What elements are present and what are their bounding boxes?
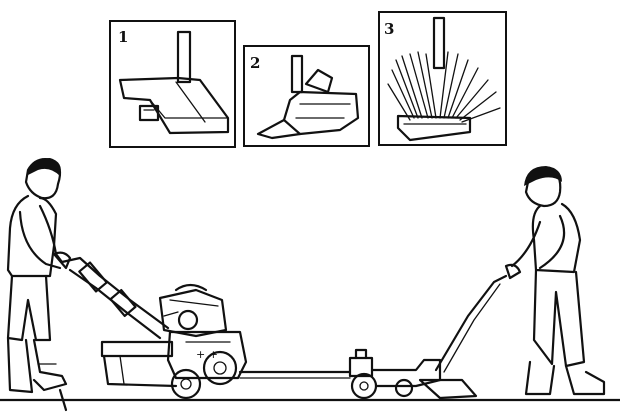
inset-2-number: 2	[250, 54, 260, 72]
svg-text:+ +: + +	[196, 348, 218, 361]
brush-broom-icon	[387, 16, 501, 142]
inset-3: 3	[378, 11, 507, 146]
walk-behind-tiller-icon: + +	[60, 256, 352, 400]
inset-3-number: 3	[384, 20, 394, 38]
person-guiding-icon	[434, 166, 606, 396]
inset-1-number: 1	[118, 28, 128, 46]
hiller-tool-icon	[256, 54, 360, 140]
person-pushing-icon	[6, 158, 72, 412]
plough-share-icon	[118, 30, 230, 135]
inset-2: 2	[243, 45, 370, 147]
inset-3-frame	[378, 11, 507, 146]
inset-1: 1	[109, 20, 236, 148]
wheeled-cart-icon	[348, 348, 478, 400]
inset-1-frame	[109, 20, 236, 148]
